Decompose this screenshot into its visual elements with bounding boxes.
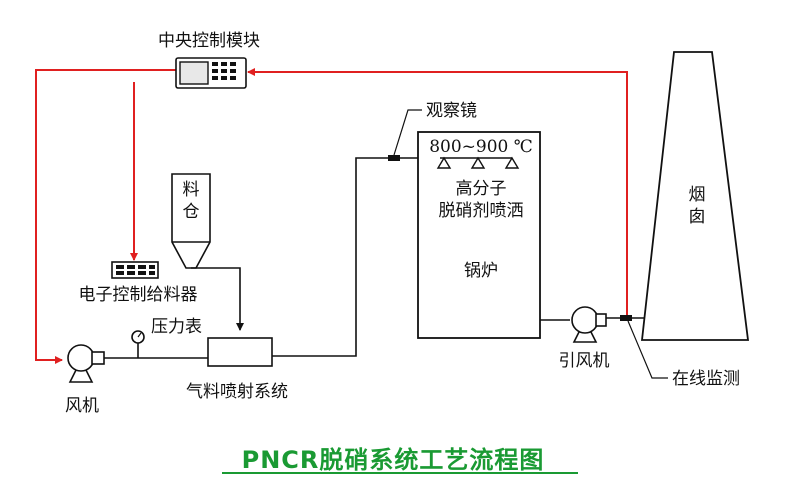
induced-fan-label: 引风机 — [559, 351, 610, 371]
silo-to-injection-pipe — [191, 267, 244, 331]
control-signal-lines — [35, 68, 628, 364]
online-monitoring-leader — [627, 320, 668, 379]
observation-mirror-fitting — [388, 155, 400, 161]
polymer-label-line2: 脱硝剂喷洒 — [439, 201, 524, 221]
controller-to-fan-line — [35, 69, 176, 364]
fan-label: 风机 — [65, 396, 99, 416]
caption-underline — [222, 472, 578, 474]
polymer-label-line1: 高分子 — [456, 179, 507, 199]
central-control-label: 中央控制模块 — [158, 31, 260, 51]
spray-nozzles — [436, 156, 520, 169]
central-control-module — [175, 57, 247, 89]
pneumatic-injection-system — [207, 337, 273, 367]
injection-to-boiler-pipe — [272, 157, 452, 357]
monitor-to-controller-line — [247, 68, 628, 315]
electronic-feeder-label: 电子控制给料器 — [79, 285, 198, 305]
pneumatic-injection-label: 气料喷射系统 — [186, 382, 288, 402]
silo-label-line2: 仓 — [183, 202, 200, 222]
observation-mirror-label: 观察镜 — [426, 101, 477, 121]
pressure-gauge-label: 压力表 — [151, 317, 202, 337]
boiler-label: 锅炉 — [464, 261, 498, 281]
diagram-caption: PNCR脱硝系统工艺流程图 — [241, 446, 545, 474]
fan — [67, 344, 105, 383]
boiler-temperature-label: 800~900 ℃ — [429, 137, 533, 157]
silo-label-line1: 料 — [183, 180, 200, 200]
online-monitoring-fitting — [620, 315, 632, 321]
chimney-label-line1: 烟 — [689, 185, 706, 205]
chimney — [640, 51, 750, 341]
pressure-gauge — [131, 330, 145, 358]
chimney-label-line2: 囱 — [689, 207, 706, 227]
induced-fan — [571, 306, 607, 343]
electronic-feeder — [111, 261, 159, 279]
online-monitoring-label: 在线监测 — [672, 369, 740, 389]
observation-mirror-leader — [393, 109, 422, 156]
